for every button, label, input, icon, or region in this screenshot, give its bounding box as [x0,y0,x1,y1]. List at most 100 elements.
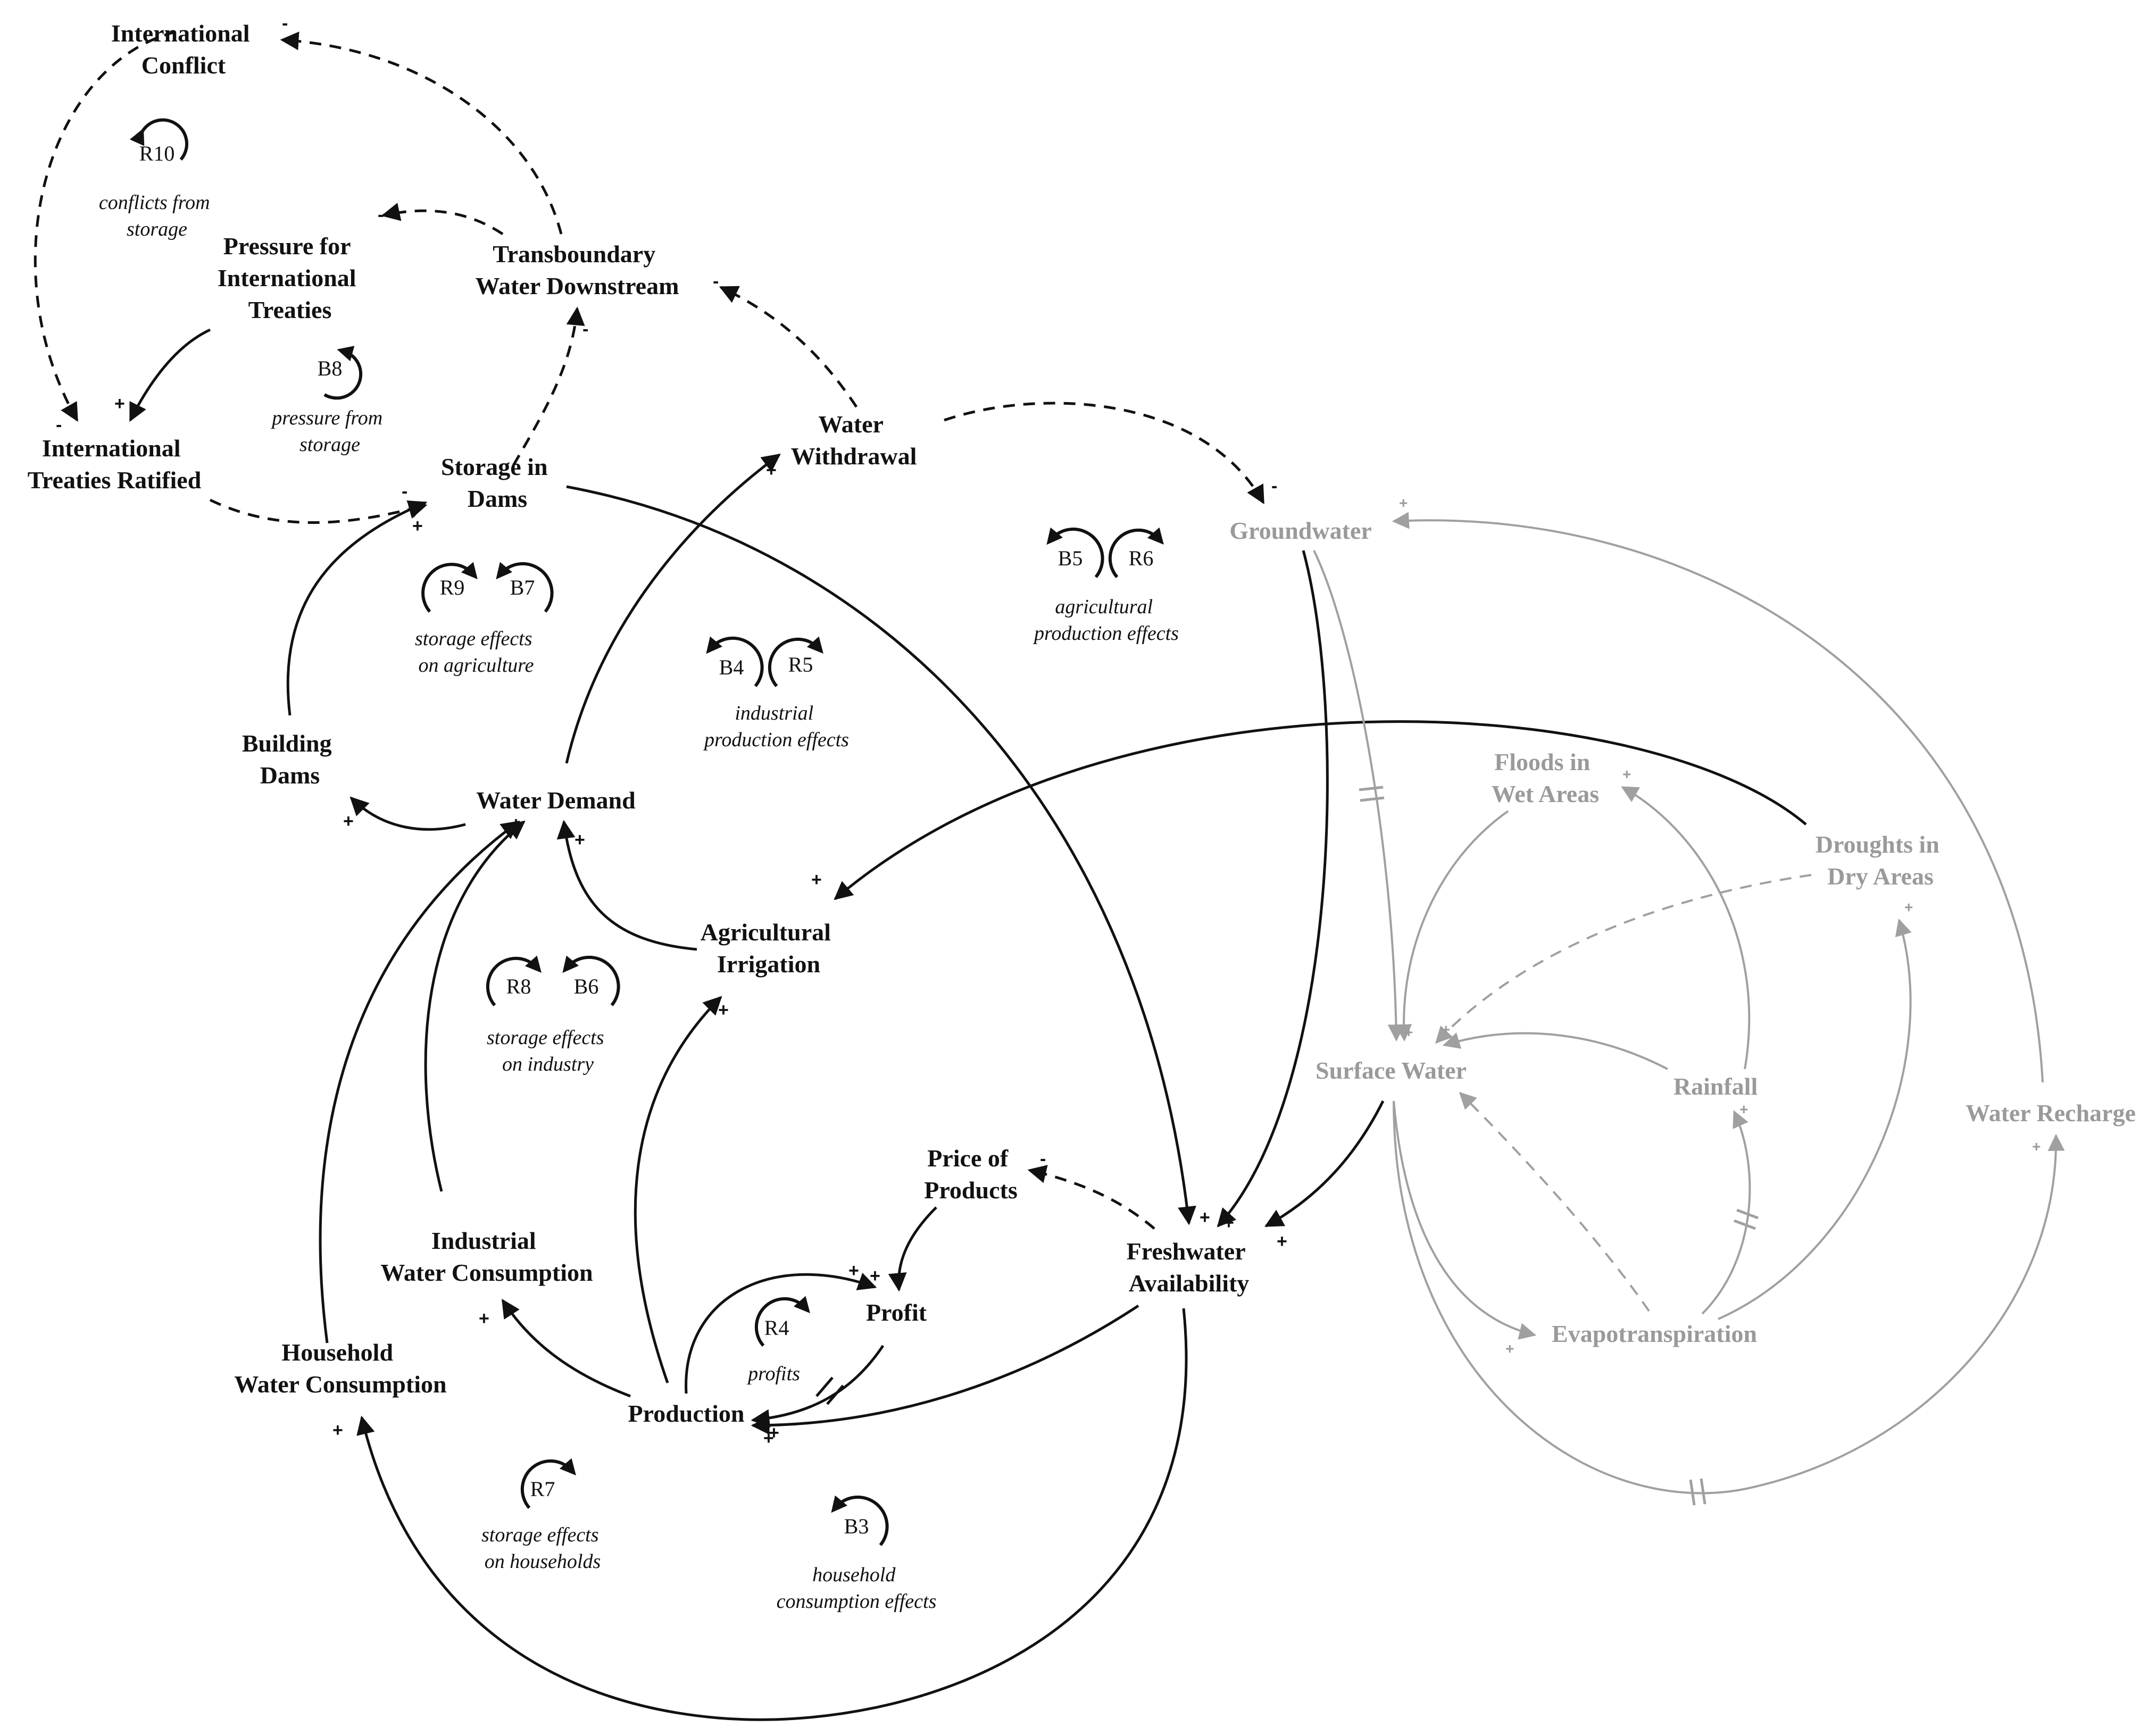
link-conflict-to-treaties [34,30,176,422]
link-profit-to-production [751,1345,885,1428]
link-evap-to-surfacewater [1459,1091,1650,1312]
delay-mark-evap [1736,1208,1759,1220]
loop-caption: pressure from storage [270,407,387,456]
loop-id: R10 [139,141,175,165]
polarity-sign: + [1739,1101,1748,1117]
loop-caption: profits [746,1363,800,1385]
link-production-to-industrial [501,1299,631,1398]
link-withdrawal-to-groundwater [944,402,1265,505]
link-droughts-to-surfacewater [1435,874,1812,1044]
link-freshwater-to-production [751,1304,1139,1435]
link-storage-to-transboundary [512,306,585,466]
loop-id: R8 [506,974,531,998]
loop-arrow-icon [1108,527,1164,578]
polarity-sign: - [1040,1149,1046,1169]
polarity-sign: - [282,13,288,34]
polarity-sign: + [343,811,354,831]
polarity-sign: + [870,1266,880,1286]
loop-r8-b6: R8 B6 storage effects on industry [486,955,620,1075]
var-water-demand: Water Demand [476,787,636,814]
loop-arrow-icon [754,1296,810,1347]
loop-arrow-icon [831,1495,889,1546]
polarity-sign: + [766,460,777,480]
polarity-sign: + [479,1308,489,1329]
loop-arrow-icon [1046,527,1104,578]
loop-id: R9 [440,575,465,599]
polarity-sign: + [412,516,423,536]
link-household-to-demand [319,820,520,1344]
polarity-sign: + [511,814,521,834]
loop-arrow-icon [562,955,620,1006]
polarity-sign: + [769,1423,779,1443]
var-agricultural-irrigation: Agricultural Irrigation [701,919,837,978]
polarity-sign: - [1271,476,1277,496]
loop-arrow-icon [129,118,189,161]
var-rainfall: Rainfall [1674,1073,1758,1100]
delay-mark-evap-2 [1734,1219,1756,1230]
variables-grey: Groundwater Floods in Wet Areas Droughts… [1229,517,2136,1347]
link-building-to-storage [286,500,428,716]
loop-arrow-icon [496,562,554,613]
var-building-dams: Building Dams [242,730,338,789]
var-storage-dams: Storage in Dams [441,453,554,512]
loop-r4: R4 profits [746,1296,810,1385]
polarity-sign: + [1404,1024,1413,1040]
polarity-signs: - - + - - - - + - + + + + + + + + + + - … [56,13,2041,1448]
var-household-consumption: Household Water Consumption [234,1339,446,1398]
loop-id: R4 [764,1316,789,1340]
polarity-sign: + [718,1000,729,1020]
links-black [34,30,1807,1721]
polarity-sign: + [1200,1207,1210,1228]
polarity-sign: + [848,1261,859,1281]
loop-arrow-icon [520,1458,576,1509]
loop-b3: B3 household consumption effects [777,1495,936,1613]
polarity-sign: + [1442,1021,1450,1038]
loop-id: R7 [530,1477,555,1501]
link-freshwater-to-price [1027,1165,1155,1230]
var-transboundary: Transboundary Water Downstream [476,240,679,299]
loop-caption: storage effects on agriculture [415,628,537,677]
polarity-sign: + [763,1428,774,1448]
var-production: Production [628,1400,745,1427]
link-rainfall-to-surfacewater [1442,1032,1668,1070]
var-floods: Floods in Wet Areas [1492,748,1599,807]
link-surfacewater-to-freshwater [1264,1100,1385,1228]
link-surfacewater-to-recharge [1393,1100,2065,1495]
loop-arrow-icon [486,955,542,1006]
polarity-sign: - [713,271,719,291]
polarity-sign: + [332,1420,343,1440]
link-freshwater-to-household [356,1308,1188,1721]
loop-caption: industrial production effects [703,702,849,751]
var-profit: Profit [866,1299,927,1326]
loop-r9-b7: R9 B7 storage effects on agriculture [415,562,554,677]
loop-b4-r5: B4 R5 industrial production effects [703,636,849,751]
polarity-sign: + [1223,1213,1234,1233]
var-droughts: Droughts in Dry Areas [1816,831,1946,890]
link-storage-to-freshwater [566,485,1196,1225]
loop-arrow-icon [421,562,478,613]
polarity-sign: + [1505,1340,1514,1357]
loop-id: B7 [510,575,535,599]
var-industrial-consumption: Industrial Water Consumption [380,1227,593,1286]
link-withdrawal-to-transboundary [719,286,858,408]
delay-mark-profit [815,1376,834,1397]
var-freshwater: Freshwater Availability [1127,1238,1252,1297]
loop-id: R5 [788,653,813,677]
polarity-sign: - [378,205,384,225]
loop-b8: B8 pressure from storage [270,346,387,456]
loop-id: R6 [1129,546,1154,570]
polarity-sign: + [1622,766,1631,782]
loop-r7: R7 storage effects on households [481,1458,601,1573]
polarity-sign: + [575,830,585,850]
delay-mark-groundwater-2 [1360,796,1385,802]
loop-id: B3 [844,1514,869,1538]
polarity-sign: + [2032,1138,2041,1155]
polarity-sign: + [114,394,125,414]
loop-caption: conflicts from storage [99,191,215,240]
delay-mark-profit-2 [826,1384,844,1405]
link-production-to-profit [685,1272,877,1394]
loop-r10: R10 conflicts from storage [99,118,215,240]
link-pressure-to-treaties [129,328,211,422]
var-price-products: Price of Products [924,1145,1018,1204]
